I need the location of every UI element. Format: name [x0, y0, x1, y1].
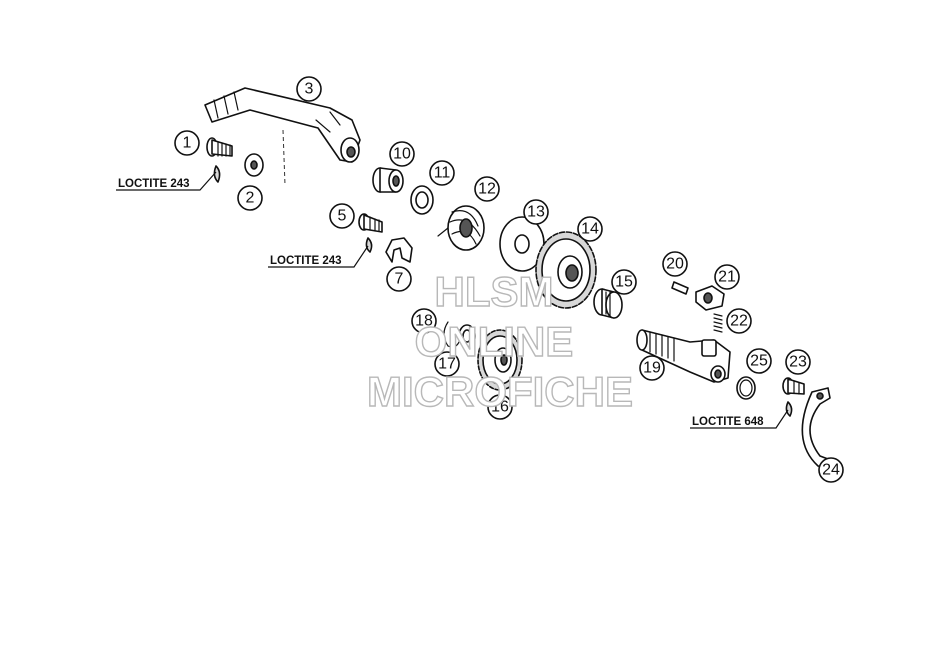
callout-23: 23 [785, 349, 811, 375]
callout-13: 13 [523, 199, 549, 225]
callout-number: 1 [183, 135, 192, 152]
callout-5: 5 [329, 203, 355, 229]
callout-number: 7 [395, 271, 404, 288]
callout-7: 7 [386, 266, 412, 292]
callout-number: 3 [305, 81, 314, 98]
callout-1: 1 [174, 130, 200, 156]
callout-number: 24 [822, 462, 840, 479]
oring-part-25 [736, 376, 756, 400]
circlip-part-18 [443, 321, 461, 348]
callout-number: 10 [393, 146, 411, 163]
callout-number: 25 [750, 353, 768, 370]
callout-number: 21 [718, 269, 736, 286]
pin-part-20 [671, 281, 689, 295]
callout-number: 13 [527, 204, 545, 221]
bolt-part-1 [206, 137, 233, 183]
watermark-line-2: ONLINE [415, 318, 574, 365]
spring-part-22 [713, 313, 723, 333]
loctite-label-2: LOCTITE 243 [268, 245, 369, 268]
callout-24: 24 [818, 457, 844, 483]
loctite-label-text: LOCTITE 243 [270, 255, 342, 267]
lever-guide-dashline [282, 129, 286, 186]
callout-2: 2 [237, 185, 263, 211]
callout-21: 21 [714, 264, 740, 290]
callout-25: 25 [746, 348, 772, 374]
callout-3: 3 [296, 76, 322, 102]
callout-15: 15 [611, 269, 637, 295]
callout-14: 14 [577, 216, 603, 242]
callout-number: 22 [730, 313, 748, 330]
watermark-line-3: MICROFICHE [367, 368, 633, 415]
disc-part-13 [499, 216, 545, 272]
intermediate-gear-part-16 [477, 329, 523, 391]
callout-number: 18 [415, 313, 433, 330]
watermark-line-1: HLSM [435, 268, 554, 315]
callout-number: 23 [789, 354, 807, 371]
callout-number: 15 [615, 274, 633, 291]
callout-19: 19 [639, 355, 665, 381]
bushing-part-15 [593, 288, 623, 319]
callout-16: 16 [487, 394, 513, 420]
kick-shaft-part-19 [636, 329, 731, 383]
bushing-part-10 [372, 167, 404, 193]
callout-17: 17 [434, 351, 460, 377]
loctite-label-1: LOCTITE 243 [116, 171, 217, 191]
screw-part-5 [358, 213, 383, 253]
callout-number: 2 [246, 190, 255, 207]
callout-22: 22 [726, 308, 752, 334]
spring-part-12 [437, 205, 485, 251]
callout-number: 16 [491, 399, 509, 416]
callout-20: 20 [662, 251, 688, 277]
callout-number: 5 [338, 208, 347, 225]
callout-number: 14 [581, 221, 599, 238]
callout-10: 10 [389, 141, 415, 167]
pawl-part-21 [695, 285, 725, 311]
bracket-part-7 [385, 237, 413, 263]
loctite-label-text: LOCTITE 648 [692, 416, 764, 428]
callout-number: 17 [438, 356, 456, 373]
large-gear-part-14 [535, 231, 597, 309]
callout-12: 12 [474, 176, 500, 202]
callout-number: 19 [643, 360, 661, 377]
screw-part-23 [782, 377, 805, 417]
callout-11: 11 [429, 160, 455, 186]
thrust-washer-part-11 [410, 185, 434, 215]
callout-number: 12 [478, 181, 496, 198]
washer-part-2 [244, 153, 264, 177]
callout-number: 20 [666, 256, 684, 273]
kick-lever-part [204, 87, 361, 163]
callout-18: 18 [411, 308, 437, 334]
washer-part-17 [458, 324, 476, 348]
callout-number: 11 [434, 165, 451, 182]
loctite-label-text: LOCTITE 243 [118, 178, 190, 190]
watermark: HLSM ONLINE MICROFICHE [366, 267, 633, 415]
loctite-label-3: LOCTITE 648 [690, 409, 789, 429]
